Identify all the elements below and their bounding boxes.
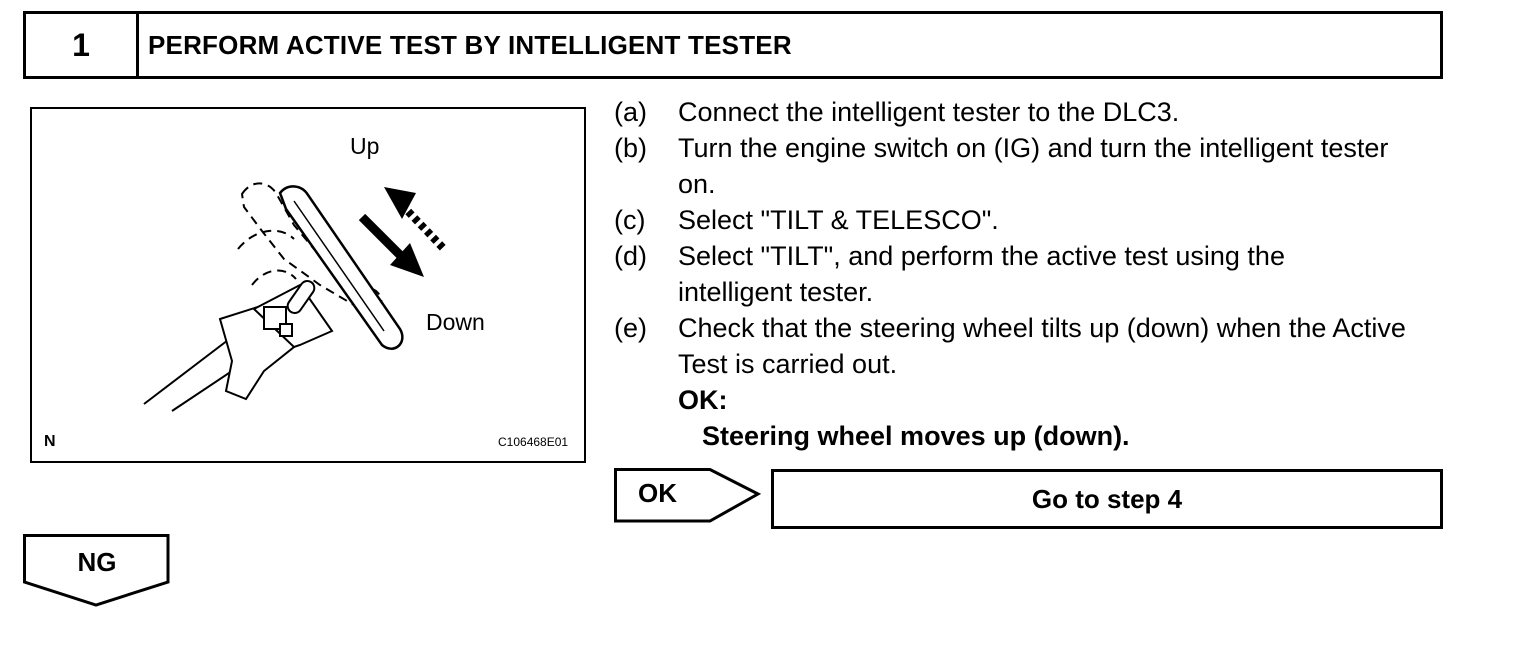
ok-criteria-label: OK: — [678, 385, 728, 415]
ng-arrow-shape — [23, 534, 170, 607]
step-title: PERFORM ACTIVE TEST BY INTELLIGENT TESTE… — [148, 29, 792, 60]
step-number: 1 — [26, 14, 139, 76]
ok-arrow-shape — [614, 468, 762, 523]
instruction-item: (a) Connect the intelligent tester to th… — [614, 94, 1444, 130]
instruction-text: Turn the engine switch on (IG) and turn … — [678, 133, 1389, 199]
instruction-text: Select "TILT & TELESCO". — [678, 205, 999, 235]
ok-criteria-value: Steering wheel moves up (down). — [702, 421, 1130, 451]
up-arrow — [384, 187, 447, 252]
instruction-letter: (c) — [614, 205, 646, 235]
instruction-item: (d) Select "TILT", and perform the activ… — [614, 238, 1444, 310]
instruction-item: (c) Select "TILT & TELESCO". — [614, 202, 1444, 238]
goto-step-box[interactable]: Go to step 4 — [771, 469, 1443, 529]
instruction-list: (a) Connect the intelligent tester to th… — [614, 94, 1444, 454]
ok-branch-tag: OK — [614, 468, 764, 529]
instruction-letter: (a) — [614, 97, 647, 127]
instruction-text: Check that the steering wheel tilts up (… — [678, 313, 1406, 379]
ng-tag-label: NG — [77, 547, 117, 577]
instruction-letter: (e) — [614, 313, 647, 343]
instruction-letter: (b) — [614, 133, 647, 163]
step-header: 1 PERFORM ACTIVE TEST BY INTELLIGENT TES… — [23, 11, 1443, 79]
instruction-item: (e) Check that the steering wheel tilts … — [614, 310, 1444, 382]
figure-code: C106468E01 — [498, 435, 569, 449]
instruction-text: Connect the intelligent tester to the DL… — [678, 97, 1180, 127]
ng-branch-tag: NG — [23, 534, 171, 613]
figure-corner-mark: N — [44, 433, 56, 450]
steering-tilt-figure: Up Down N C106468E01 — [30, 107, 586, 463]
instruction-item: (b) Turn the engine switch on (IG) and t… — [614, 130, 1444, 202]
down-arrow — [358, 213, 424, 277]
up-label: Up — [350, 133, 380, 159]
steering-column-illustration — [143, 182, 447, 412]
ok-tag-label: OK — [638, 478, 677, 508]
instruction-letter: (d) — [614, 241, 647, 271]
instruction-text: Select "TILT", and perform the active te… — [678, 241, 1285, 307]
down-label: Down — [426, 309, 485, 335]
